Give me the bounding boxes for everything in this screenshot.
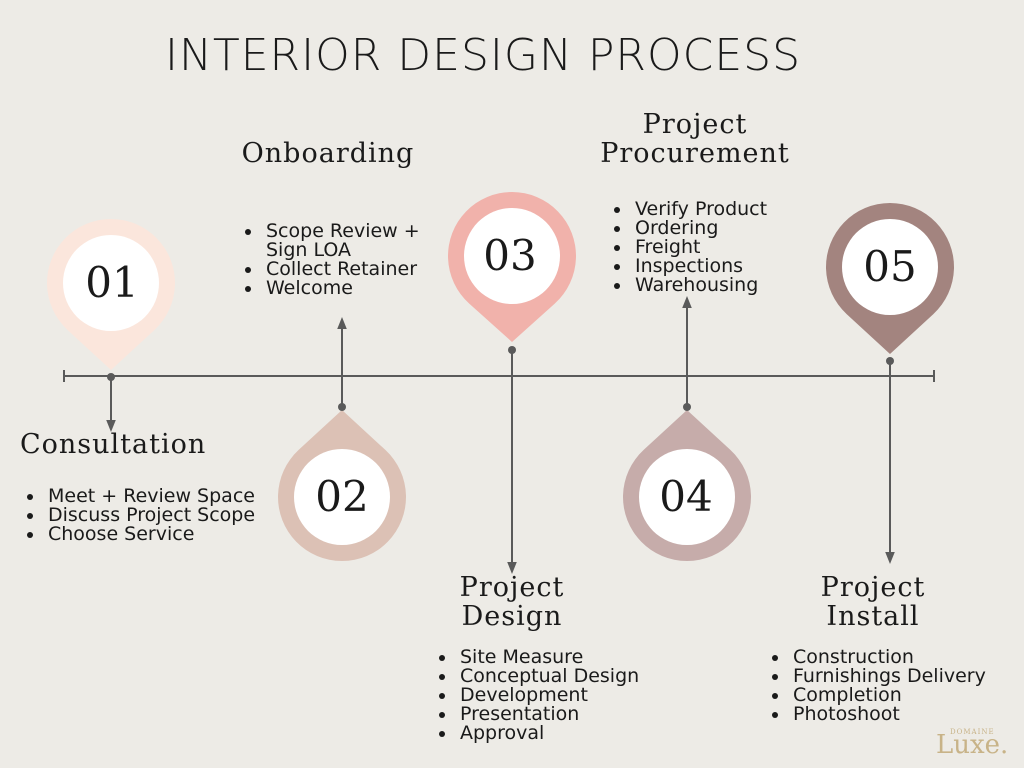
step-list-04: Verify Product Ordering Freight Inspecti… [612, 200, 767, 295]
pin-inner-circle-03 [464, 208, 560, 304]
list-item: Scope Review + Sign LOA [243, 222, 423, 260]
list-item: Approval [437, 724, 639, 743]
anchor-dot-01 [107, 373, 115, 381]
list-item: Site Measure [437, 648, 639, 667]
list-item: Development [437, 686, 639, 705]
pin-inner-circle-01 [63, 235, 159, 331]
list-item: Furnishings Delivery [770, 667, 986, 686]
pin-inner-circle-02 [294, 449, 390, 545]
logo-small-text: DOMAINE [950, 728, 995, 736]
list-item: Warehousing [612, 276, 767, 295]
step-list-03: Site Measure Conceptual Design Developme… [437, 648, 639, 743]
anchor-dot-05 [886, 357, 894, 365]
list-item: Conceptual Design [437, 667, 639, 686]
step-number-03: 03 [483, 231, 537, 280]
list-item: Photoshoot [770, 705, 986, 724]
step-heading-05: Project Install [820, 572, 926, 632]
list-item: Collect Retainer [243, 260, 423, 279]
anchor-dot-03 [508, 346, 516, 354]
step-heading-01: Consultation [20, 429, 207, 460]
step-heading-02: Onboarding [241, 138, 415, 169]
list-item: Choose Service [25, 525, 255, 544]
list-item: Meet + Review Space [25, 487, 255, 506]
step-list-02: Scope Review + Sign LOA Collect Retainer… [243, 222, 423, 298]
list-item: Ordering [612, 219, 767, 238]
anchor-dot-04 [683, 403, 691, 411]
pin-inner-circle-04 [639, 449, 735, 545]
list-item: Discuss Project Scope [25, 506, 255, 525]
step-number-01: 01 [85, 258, 139, 307]
list-item: Welcome [243, 279, 423, 298]
step-number-02: 02 [315, 472, 369, 521]
list-item: Construction [770, 648, 986, 667]
anchor-dot-02 [338, 403, 346, 411]
list-item: Freight [612, 238, 767, 257]
step-heading-03: Project Design [459, 572, 565, 632]
step-list-05: Construction Furnishings Delivery Comple… [770, 648, 986, 724]
logo-big-text: Luxe. [936, 730, 1009, 760]
list-item: Verify Product [612, 200, 767, 219]
list-item: Inspections [612, 257, 767, 276]
brand-logo: DOMAINE Luxe. [936, 728, 1009, 760]
step-number-04: 04 [659, 472, 713, 521]
page-title: INTERIOR DESIGN PROCESS [164, 30, 801, 81]
step-heading-04: Project Procurement [600, 109, 790, 169]
list-item: Completion [770, 686, 986, 705]
step-list-01: Meet + Review Space Discuss Project Scop… [25, 487, 255, 544]
step-number-05: 05 [863, 242, 917, 291]
pin-inner-circle-05 [842, 219, 938, 315]
list-item: Presentation [437, 705, 639, 724]
